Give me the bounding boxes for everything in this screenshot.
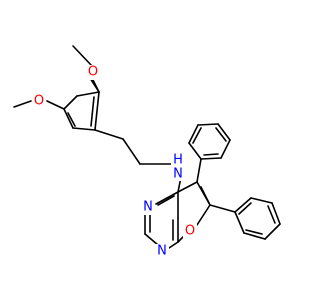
atom-n-ring-1: N xyxy=(155,244,169,259)
bond xyxy=(192,127,202,144)
atom-labels: O O N H N N O xyxy=(32,65,197,259)
bond xyxy=(267,205,276,224)
molecule-structure-diagram: O O N H N N O xyxy=(13,45,281,259)
bond xyxy=(203,153,219,156)
atom-label: O xyxy=(88,65,98,80)
bond xyxy=(234,197,252,213)
bond xyxy=(76,91,100,97)
bond xyxy=(188,142,202,160)
bond xyxy=(72,127,96,131)
atom-label: H xyxy=(173,153,183,168)
bond xyxy=(271,202,281,225)
bond xyxy=(67,112,76,127)
bond xyxy=(250,197,273,204)
bond xyxy=(200,186,210,204)
atom-label: O xyxy=(185,224,195,239)
bond xyxy=(209,204,236,213)
bond xyxy=(264,223,281,240)
bond xyxy=(234,211,245,234)
bond xyxy=(157,195,175,206)
bond xyxy=(196,204,211,226)
bond xyxy=(220,139,231,159)
atom-o-furan: O xyxy=(183,224,197,239)
atom-n-ring-3: N xyxy=(141,200,155,215)
atom-n-amine: N H xyxy=(171,153,185,182)
bond xyxy=(155,191,179,205)
atom-label: N xyxy=(157,244,167,259)
atom-label: N xyxy=(173,167,183,182)
atom-label: N xyxy=(143,200,153,215)
bond xyxy=(200,157,222,160)
bond xyxy=(238,202,252,215)
bond xyxy=(215,127,227,142)
bond xyxy=(72,45,93,67)
bond xyxy=(63,95,78,110)
bond xyxy=(217,123,231,141)
atom-label: O xyxy=(34,94,44,109)
bond xyxy=(196,158,202,183)
bond xyxy=(197,123,219,126)
bond xyxy=(94,91,100,131)
bond xyxy=(122,138,141,165)
bond xyxy=(177,181,198,193)
bond xyxy=(144,233,159,246)
atom-o-methoxy-top: O xyxy=(86,65,100,80)
bond xyxy=(63,108,74,129)
bond xyxy=(13,100,32,108)
bond xyxy=(90,96,95,127)
bond xyxy=(46,100,65,110)
bond-lines xyxy=(13,45,281,251)
bond xyxy=(188,124,199,144)
bond xyxy=(245,229,263,235)
bond xyxy=(94,129,124,140)
atom-o-methoxy-left: O xyxy=(32,94,46,109)
bond xyxy=(243,232,266,240)
